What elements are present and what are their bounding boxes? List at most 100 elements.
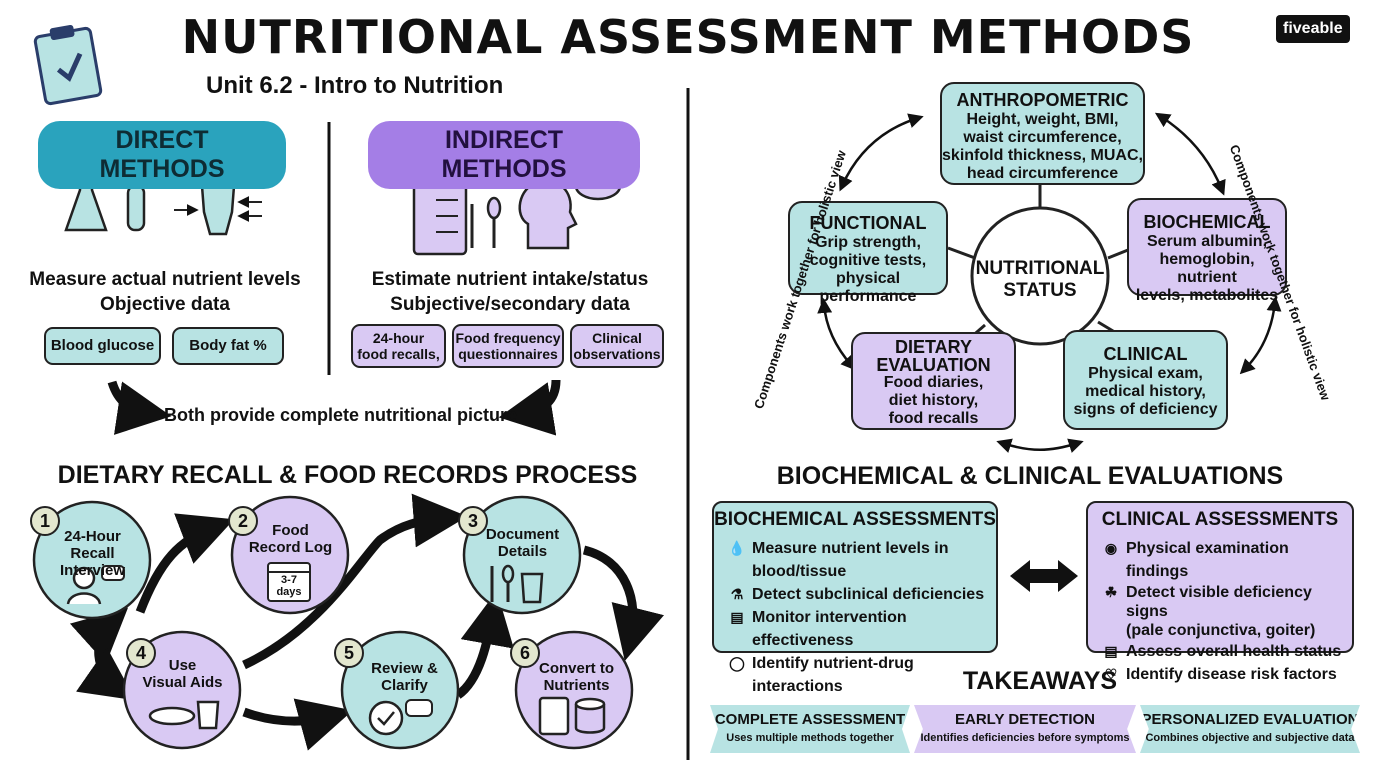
clipboard-check-icon <box>33 24 103 106</box>
step-1-line1: 24-Hour <box>64 528 121 545</box>
indirect-example-ffq-line2: questionnaires <box>458 346 558 362</box>
clinical-item-2-line1: Detect visible deficiency signs <box>1126 584 1312 620</box>
takeaway-personalized-body: Combines objective and subjective data <box>1145 732 1355 744</box>
step-2-days-unit: days <box>276 586 302 598</box>
indirect-example-ffq: Food frequency questionnaires <box>452 324 564 368</box>
takeaway-early-title: EARLY DETECTION <box>954 711 1096 728</box>
biochem-item-1-line2: blood/tissue <box>752 563 847 580</box>
indirect-methods-heading: INDIRECT METHODS <box>368 121 640 189</box>
step-1-circle <box>32 500 152 620</box>
biochemical-title: BIOCHEMICAL <box>1143 212 1271 232</box>
anthropometric-title: ANTHROPOMETRIC <box>956 90 1129 110</box>
step-4-label: Use Visual Aids <box>130 657 235 691</box>
cycle-arrow-top-left <box>838 113 924 192</box>
clinical-line3: signs of deficiency <box>1073 401 1218 418</box>
step-5-badge: 5 <box>334 638 364 668</box>
step-2-badge: 2 <box>228 506 258 536</box>
page-subtitle: Unit 6.2 - Intro to Nutrition <box>206 72 504 99</box>
cycle-arrow-bottom <box>996 438 1084 453</box>
biochem-item-1-line1: Measure nutrient levels in <box>752 540 949 557</box>
clinical-item-1-line1: Physical examination findings <box>1126 540 1289 580</box>
takeaway-early: EARLY DETECTION Identifies deficiencies … <box>914 705 1136 753</box>
clinical-item-3-line1: Assess overall health status <box>1126 643 1342 660</box>
step-3-line1: Document <box>485 526 560 543</box>
chart-icon: ▤ <box>730 609 744 625</box>
direct-desc-line2: Objective data <box>100 294 230 315</box>
biochem-item-4: ◯Identify nutrient-drug interactions <box>728 652 996 698</box>
heartbeat-icon: ♡ <box>1104 666 1118 682</box>
functional-line3: physical performance <box>819 270 917 305</box>
process-arrow-2 <box>135 513 235 614</box>
process-arrow-6 <box>582 545 665 661</box>
status-center-label: NUTRITIONAL STATUS <box>975 258 1105 302</box>
flask-small-icon: ⚗ <box>730 586 744 602</box>
step-6-label: Convert to Nutrients <box>524 660 629 694</box>
both-provide-note: Both provide complete nutritional pictur… <box>164 405 518 425</box>
step-6-badge: 6 <box>510 638 540 668</box>
clinical-item-2-line2: (pale conjunctiva, goiter) <box>1126 622 1316 639</box>
dietary-node: DIETARY EVALUATION Food diaries, diet hi… <box>851 332 1016 430</box>
dietary-line1: Food diaries, <box>883 374 984 391</box>
step-5-line2: Clarify <box>381 677 428 694</box>
takeaway-personalized-title: PERSONALIZED EVALUATION <box>1141 711 1359 728</box>
step-4-line1: Use <box>168 657 197 674</box>
step-6-line2: Nutrients <box>543 677 610 694</box>
takeaways-heading: TAKEAWAYS <box>962 667 1118 695</box>
clinical-item-3: ▤ Assess overall health status <box>1102 640 1352 663</box>
indirect-example-24h-line1: 24-hour <box>372 330 425 346</box>
direct-methods-heading: DIRECT METHODS <box>38 121 286 189</box>
biochemical-line2: hemoglobin, nutrient <box>1159 251 1255 286</box>
takeaway-early-body: Identifies deficiencies before symptoms <box>920 732 1130 744</box>
step-6-line1: Convert to <box>539 660 614 677</box>
clinical-line1: Physical exam, <box>1088 365 1203 382</box>
anthropometric-line3: skinfold thickness, MUAC, <box>942 147 1143 164</box>
step-1-label: 24-Hour Recall Interview <box>40 528 145 579</box>
clinical-node: CLINICAL Physical exam, medical history,… <box>1063 330 1228 430</box>
step-5-label: Review & Clarify <box>352 660 457 694</box>
step-2-line2: Record Log <box>248 539 333 556</box>
biochem-item-1: 💧 Measure nutrient levels in blood/tissue <box>728 537 996 583</box>
indirect-example-24h: 24-hour food recalls, <box>351 324 446 368</box>
process-arrow-5 <box>455 590 514 699</box>
drop-icon: 💧 <box>728 540 746 556</box>
direct-to-note-arrow <box>107 380 172 435</box>
spoke-functional <box>947 246 976 260</box>
clinical-line2: medical history, <box>1085 383 1206 400</box>
cycle-arrow-top-right <box>1154 112 1226 196</box>
indirect-example-24h-line2: food recalls, <box>357 346 440 362</box>
indirect-example-clinical-line2: observations <box>573 346 661 362</box>
takeaway-complete-body: Uses multiple methods together <box>726 732 894 744</box>
functional-title: FUNCTIONAL <box>809 213 927 233</box>
functional-line1: Grip strength, <box>815 234 921 251</box>
brand-logo: fiveable <box>1276 15 1350 43</box>
indirect-example-clinical-line1: Clinical <box>592 330 642 346</box>
clipboard-icon: ▤ <box>1104 643 1118 659</box>
direct-example-body-fat: Body fat % <box>172 327 284 365</box>
calculator-icon <box>538 696 606 736</box>
indirect-to-note-arrow <box>498 379 561 436</box>
process-arrow-3 <box>242 493 468 670</box>
dietary-title1: DIETARY <box>894 337 972 357</box>
biochem-item-2-line1: Detect subclinical deficiencies <box>752 586 985 603</box>
status-center-line2: STATUS <box>1003 280 1077 301</box>
process-arrow-1 <box>69 607 136 701</box>
biochem-item-2: ⚗ Detect subclinical deficiencies <box>728 583 996 606</box>
biochemical-node: BIOCHEMICAL Serum albumin, hemoglobin, n… <box>1127 198 1287 304</box>
dietary-line3: food recalls <box>888 410 979 427</box>
page-title: NUTRITIONAL ASSESSMENT METHODS <box>181 10 1195 64</box>
indirect-example-clinical: Clinical observations <box>570 324 664 368</box>
indirect-desc-line2: Subjective/secondary data <box>390 294 630 315</box>
step-4-line2: Visual Aids <box>142 674 223 691</box>
step-2-label: Food Record Log <box>238 522 343 556</box>
takeaway-complete: COMPLETE ASSESSMENT Uses multiple method… <box>710 705 910 753</box>
camera-food-icon <box>148 700 220 730</box>
clinical-assessments-heading: CLINICAL ASSESSMENTS <box>1101 509 1339 530</box>
direct-desc-line1: Measure actual nutrient levels <box>29 269 301 290</box>
direct-desc: Measure actual nutrient levels Objective… <box>20 267 310 317</box>
takeaway-complete-title: COMPLETE ASSESSMENT <box>714 711 906 728</box>
chat-check-icon <box>368 699 433 736</box>
clinical-item-1: ◉Physical examination findings <box>1102 537 1352 583</box>
food-log-icon <box>412 176 502 256</box>
cycle-arrow-left <box>817 298 856 371</box>
